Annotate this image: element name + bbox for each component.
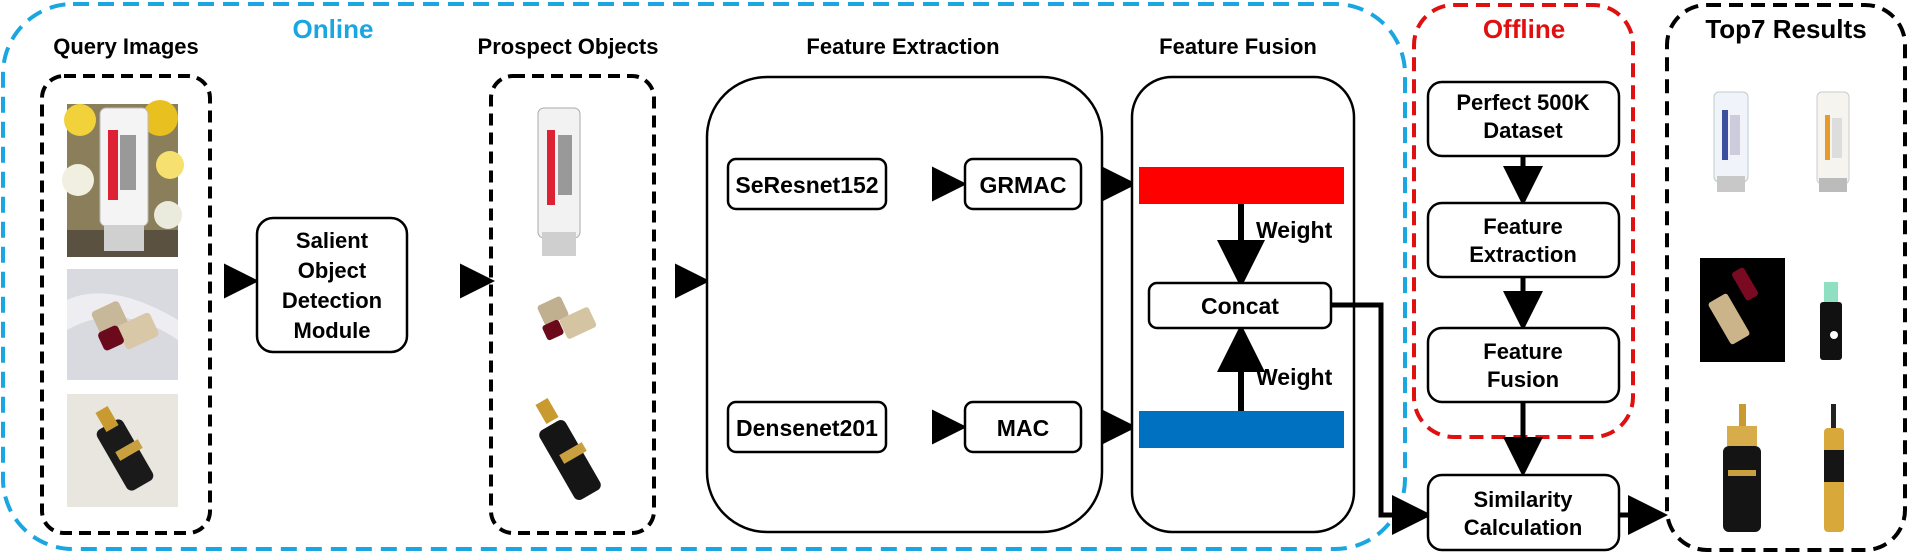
feature-extraction-box [705, 75, 1104, 534]
weight-bottom-label: Weight [1256, 364, 1333, 390]
online-title: Online [293, 14, 374, 44]
weight-top-label: Weight [1256, 217, 1333, 243]
offline-extraction-line-2: Extraction [1469, 242, 1577, 267]
query-image-eyeliner [67, 394, 178, 507]
results-title: Top7 Results [1705, 14, 1866, 44]
prospect-object-lipstick [537, 296, 597, 341]
feature-extraction-title: Feature Extraction [806, 34, 999, 59]
salient-line-4: Module [294, 318, 371, 343]
seresnet-label: SeResnet152 [735, 172, 878, 198]
dataset-line-1: Perfect 500K [1456, 90, 1589, 115]
dataset-line-2: Dataset [1483, 118, 1563, 143]
query-images-box [40, 74, 212, 535]
results-region [1665, 3, 1907, 552]
offline-extraction-line-1: Feature [1483, 214, 1562, 239]
result-lipstick-1 [1700, 258, 1785, 362]
concat-label: Concat [1201, 293, 1279, 319]
online-region [1, 2, 1407, 551]
grmac-label: GRMAC [980, 172, 1067, 198]
similarity-line-1: Similarity [1473, 487, 1573, 512]
result-tube-2 [1816, 91, 1850, 192]
mac-label: MAC [997, 415, 1049, 441]
offline-fusion-line-2: Fusion [1487, 367, 1559, 392]
offline-fusion-line-1: Feature [1483, 339, 1562, 364]
result-eyeliner-1 [1723, 404, 1761, 532]
query-image-lipstick [67, 269, 178, 380]
similarity-line-2: Calculation [1464, 515, 1583, 540]
result-eyeliner-2 [1824, 404, 1844, 532]
seresnet-box [726, 157, 888, 211]
densenet-label: Densenet201 [736, 415, 878, 441]
prospect-object-tube [537, 107, 581, 256]
salient-line-2: Object [298, 258, 367, 283]
prospect-objects-title: Prospect Objects [478, 34, 659, 59]
offline-title: Offline [1483, 14, 1565, 44]
query-images-title: Query Images [53, 34, 199, 59]
feature-fusion-title: Feature Fusion [1159, 34, 1317, 59]
result-tube-1 [1713, 91, 1749, 192]
query-image-tube [62, 100, 184, 257]
result-lipstick-2 [1820, 282, 1842, 360]
mac-box [963, 400, 1083, 454]
prospect-object-eyeliner [535, 397, 601, 500]
prospect-objects-box [489, 74, 656, 535]
salient-module-box [255, 216, 409, 354]
grmac-feature-bar [1139, 167, 1344, 204]
densenet-box [726, 400, 888, 454]
grmac-box [963, 157, 1083, 211]
mac-feature-bar [1139, 411, 1344, 448]
salient-line-3: Detection [282, 288, 382, 313]
salient-line-1: Salient [296, 228, 369, 253]
arrow-concat-to-similarity [1331, 302, 1432, 535]
